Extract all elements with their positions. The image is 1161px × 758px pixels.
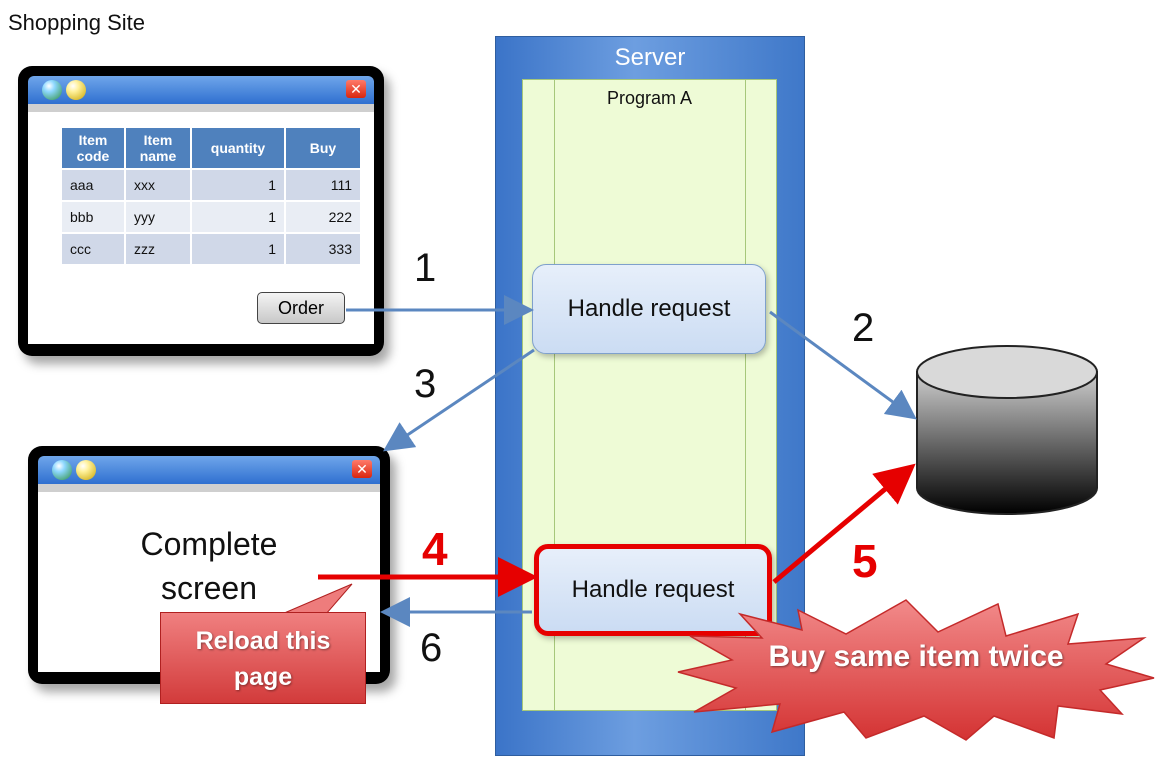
handle-request-label-1: Handle request: [567, 295, 731, 322]
table-cell: 1: [192, 170, 284, 200]
order-button[interactable]: Order: [257, 292, 345, 324]
burst-label: Buy same item twice: [768, 640, 1064, 673]
order-window-menubar: [28, 104, 374, 112]
order-window-titlebar: ✕: [28, 76, 374, 104]
complete-line-1: Complete: [140, 526, 278, 562]
table-cell: 1: [192, 202, 284, 232]
table-cell: ccc: [62, 234, 124, 264]
server-label: Server: [614, 44, 686, 71]
complete-screen-text: Complete screen: [38, 522, 380, 610]
arrow-3-server-to-complete: [383, 348, 535, 452]
burst-shape: [677, 599, 1155, 741]
table-cell: zzz: [126, 234, 190, 264]
table-row: bbb yyy 1 222: [62, 202, 360, 232]
table-cell: yyy: [126, 202, 190, 232]
table-cell: aaa: [62, 170, 124, 200]
table-row: ccc zzz 1 333: [62, 234, 360, 264]
table-cell: bbb: [62, 202, 124, 232]
reload-callout-line-1: Reload this: [195, 627, 331, 655]
window-orb-yellow-icon: [76, 460, 96, 480]
order-window-body: Item code Item name quantity Buy aaa xxx…: [28, 112, 374, 344]
table-cell: 111: [286, 170, 360, 200]
header-quantity: quantity: [192, 128, 284, 168]
arrow-2-server-to-db: [769, 310, 917, 420]
window-orb-green-icon: [52, 460, 72, 480]
step-5-label: 5: [852, 535, 878, 587]
table-cell: xxx: [126, 170, 190, 200]
order-table: Item code Item name quantity Buy aaa xxx…: [60, 126, 362, 266]
step-3-label: 3: [414, 362, 437, 406]
reload-callout-line-2: page: [233, 663, 293, 691]
complete-window-titlebar: ✕: [38, 456, 380, 484]
program-divider-right: [745, 79, 746, 711]
header-buy: Buy: [286, 128, 360, 168]
header-item-name: Item name: [126, 128, 190, 168]
complete-window-menubar: [38, 484, 380, 492]
close-icon[interactable]: ✕: [346, 80, 366, 98]
step-2-label: 2: [852, 306, 875, 350]
program-divider-left: [554, 79, 555, 711]
table-header-row: Item code Item name quantity Buy: [62, 128, 360, 168]
table-cell: 1: [192, 234, 284, 264]
handle-request-box-1: Handle request: [532, 264, 766, 354]
handle-request-box-2: Handle request: [534, 544, 772, 636]
step-1-label: 1: [414, 246, 437, 290]
header-item-code: Item code: [62, 128, 124, 168]
database-icon: [916, 345, 1098, 515]
complete-line-2: screen: [160, 570, 258, 606]
table-cell: 333: [286, 234, 360, 264]
site-title: Shopping Site: [8, 10, 145, 35]
reload-callout: Reload this page: [160, 612, 366, 704]
program-a-label: Program A: [606, 88, 693, 108]
window-orb-green-icon: [42, 80, 62, 100]
table-row: aaa xxx 1 111: [62, 170, 360, 200]
arrow-5-double-buy: [772, 463, 916, 584]
step-6-label: 6: [420, 626, 443, 670]
close-icon[interactable]: ✕: [352, 460, 372, 478]
order-browser-window: ✕ Item code Item name quantity Buy aaa x…: [18, 66, 384, 356]
callout-pointer: [281, 583, 353, 615]
table-cell: 222: [286, 202, 360, 232]
step-4-label: 4: [422, 523, 448, 575]
window-orb-yellow-icon: [66, 80, 86, 100]
handle-request-label-2: Handle request: [571, 576, 735, 603]
